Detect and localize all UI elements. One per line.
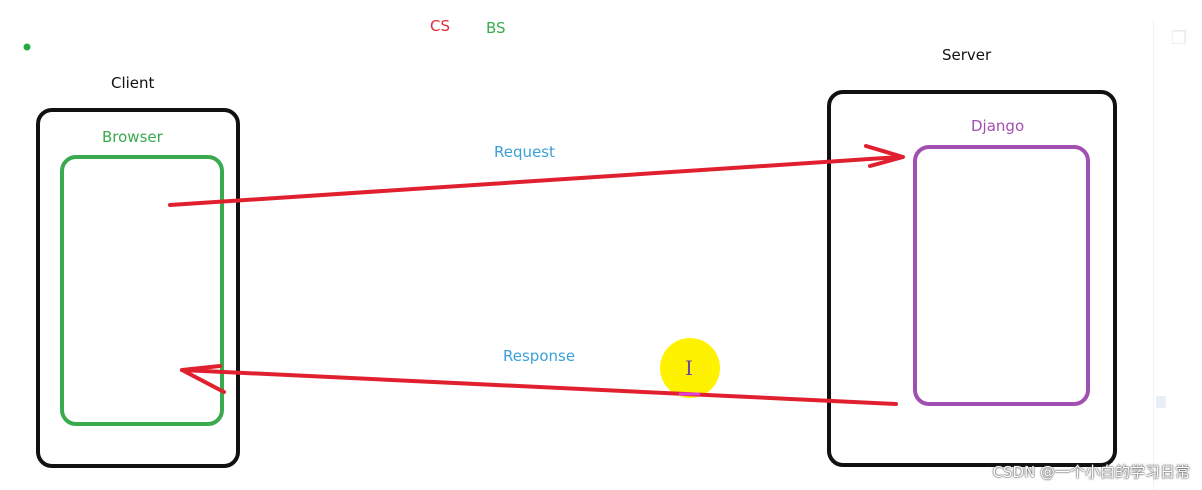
green-dot (23, 43, 31, 51)
text-cursor-icon: I (685, 356, 693, 380)
request-label: Request (494, 143, 555, 161)
scroll-thumb[interactable] (1156, 396, 1166, 408)
watermark: CSDN @一个小白的学习日常 (992, 463, 1190, 481)
side-panel-ghost (1153, 20, 1202, 490)
request-arrow (168, 144, 905, 207)
browser-label: Browser (102, 128, 163, 146)
django-label: Django (971, 117, 1025, 135)
response-label: Response (503, 347, 576, 365)
server-box (827, 90, 1117, 467)
cursor-highlight (660, 338, 720, 398)
client-box (36, 108, 240, 468)
server-label: Server (942, 46, 992, 64)
bs-label: BS (486, 19, 506, 37)
django-box (913, 145, 1090, 406)
browser-box (60, 155, 224, 426)
cs-label: CS (430, 17, 450, 35)
panel-toggle-icon: ❐ (1170, 28, 1188, 49)
client-label: Client (111, 74, 155, 92)
response-arrow (180, 364, 898, 406)
